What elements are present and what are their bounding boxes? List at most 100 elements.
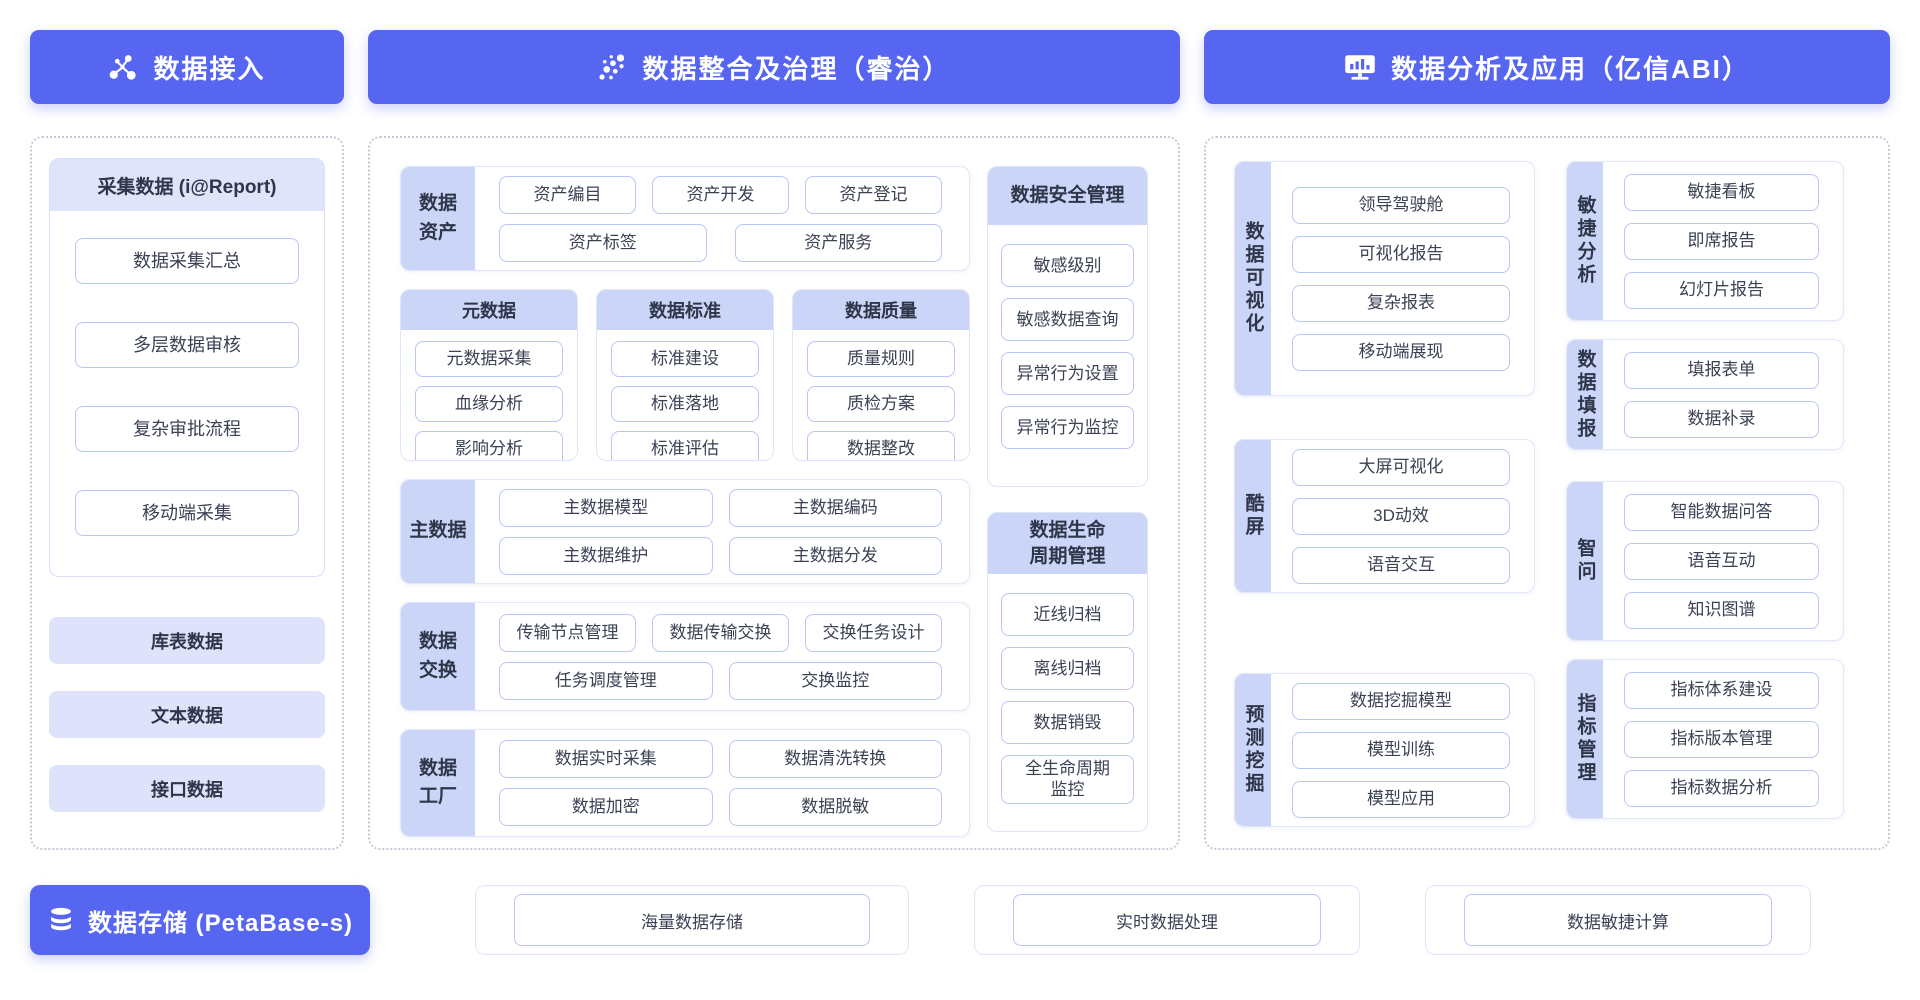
data-type-pill: 库表数据 (49, 617, 325, 664)
exchange-row-1: 传输节点管理数据传输交换交换任务设计 (499, 613, 942, 652)
section-body: 填报表单数据补录 (1603, 340, 1843, 449)
panel-data-governance: 数据 资产 资产编目资产开发资产登记 资产标签资产服务 元数据 (368, 136, 1180, 850)
feature-chip: 数据实时采集 (499, 740, 713, 778)
card-data-quality: 数据质量 质量规则质检方案数据整改 (792, 289, 970, 461)
feature-chip: 多层数据审核 (75, 322, 299, 368)
feature-chip: 离线归档 (1001, 647, 1134, 690)
header-row: 数据接入 数据整合及治理（睿治） (0, 0, 1920, 104)
feature-chip: 主数据模型 (499, 488, 713, 527)
storage-capability: 数据敏捷计算 (1464, 894, 1772, 946)
feature-chip: 交换监控 (728, 661, 942, 700)
storage-capability-box: 数据敏捷计算 (1425, 885, 1811, 955)
header-data-access: 数据接入 (30, 30, 344, 104)
feature-chip: 异常行为监控 (1001, 406, 1134, 449)
section-body: 数据挖掘模型模型训练模型应用 (1271, 674, 1534, 826)
report-card-title: 采集数据 (i@Report) (50, 159, 324, 211)
access-type-pills: 库表数据文本数据接口数据 (49, 617, 325, 812)
section-label: 数据 工厂 (401, 730, 475, 836)
feature-chip: 敏感级别 (1001, 244, 1134, 287)
governance-mini-cards: 元数据 元数据采集血缘分析影响分析 数据标准 标准建设标准落地标准评估 数据质量 (400, 289, 970, 461)
feature-chip: 数据补录 (1624, 400, 1819, 438)
card-items: 标准建设标准落地标准评估 (597, 330, 773, 460)
section-label: 主数据 (401, 480, 475, 583)
card-items: 元数据采集血缘分析影响分析 (401, 330, 577, 460)
feature-chip: 填报表单 (1624, 351, 1819, 389)
card-items: 敏感级别敏感数据查询异常行为设置异常行为监控 (988, 225, 1147, 468)
feature-chip: 全生命周期 监控 (1001, 755, 1134, 804)
feature-chip: 资产标签 (499, 223, 707, 262)
feature-chip: 主数据编码 (728, 488, 942, 527)
feature-chip: 模型应用 (1292, 780, 1510, 818)
feature-chip: 数据整改 (807, 431, 955, 460)
feature-chip: 模型训练 (1292, 731, 1510, 769)
card-title: 元数据 (401, 290, 577, 330)
report-collect-card: 采集数据 (i@Report) 数据采集汇总多层数据审核复杂审批流程移动端采集 (49, 158, 325, 577)
feature-chip: 元数据采集 (415, 341, 563, 377)
monitor-chart-icon (1344, 52, 1376, 82)
header-label: 数据分析及应用（亿信ABI） (1391, 53, 1750, 84)
feature-chip: 3D动效 (1292, 497, 1510, 535)
feature-chip: 数据清洗转换 (728, 740, 942, 778)
feature-chip: 数据加密 (499, 788, 713, 826)
section-label: 数据填报 (1567, 340, 1603, 449)
master-row-2: 主数据维护主数据分发 (499, 536, 942, 575)
section-label: 指标管理 (1567, 660, 1603, 818)
section-body: 主数据模型主数据编码 主数据维护主数据分发 (475, 480, 969, 583)
section-body: 敏捷看板即席报告幻灯片报告 (1603, 162, 1843, 320)
storage-capability-box: 海量数据存储 (475, 885, 909, 955)
feature-chip: 语音互动 (1624, 542, 1819, 580)
data-type-pill: 接口数据 (49, 765, 325, 812)
storage-capability-box: 实时数据处理 (974, 885, 1360, 955)
feature-chip: 移动端展现 (1292, 333, 1510, 371)
section-label: 数据 资产 (401, 167, 475, 270)
header-data-governance: 数据整合及治理（睿治） (368, 30, 1180, 104)
section-label: 敏捷分析 (1567, 162, 1603, 320)
asset-row-2: 资产标签资产服务 (499, 223, 942, 262)
dots-cluster-icon (597, 52, 627, 82)
analysis-right-column: 敏捷分析 敏捷看板即席报告幻灯片报告 数据填报 填报表单数据补录 智问 智能数据… (1566, 161, 1844, 848)
feature-chip: 标准建设 (611, 341, 759, 377)
feature-chip: 数据脱敏 (728, 788, 942, 826)
feature-chip: 数据销毁 (1001, 701, 1134, 744)
section-data-asset: 数据 资产 资产编目资产开发资产登记 资产标签资产服务 (400, 166, 970, 271)
section-master-data: 主数据 主数据模型主数据编码 主数据维护主数据分发 (400, 479, 970, 584)
feature-chip: 标准评估 (611, 431, 759, 460)
header-label: 数据整合及治理（睿治） (642, 53, 951, 84)
feature-chip: 指标数据分析 (1624, 769, 1819, 807)
section-prediction-mining: 预测挖掘 数据挖掘模型模型训练模型应用 (1234, 673, 1535, 827)
header-data-analysis: 数据分析及应用（亿信ABI） (1204, 30, 1890, 104)
feature-chip: 质检方案 (807, 386, 955, 422)
feature-chip: 移动端采集 (75, 490, 299, 536)
exchange-row-2: 任务调度管理交换监控 (499, 661, 942, 700)
section-agile-analysis: 敏捷分析 敏捷看板即席报告幻灯片报告 (1566, 161, 1844, 321)
feature-chip: 主数据分发 (728, 536, 942, 575)
feature-chip: 质量规则 (807, 341, 955, 377)
card-title: 数据质量 (793, 290, 969, 330)
master-row-1: 主数据模型主数据编码 (499, 488, 942, 527)
feature-chip: 近线归档 (1001, 593, 1134, 636)
database-icon (47, 906, 75, 934)
feature-chip: 资产编目 (499, 175, 636, 214)
section-label: 数据 交换 (401, 603, 475, 710)
feature-chip: 传输节点管理 (499, 613, 636, 652)
factory-row-2: 数据加密数据脱敏 (499, 788, 942, 826)
feature-chip: 指标版本管理 (1624, 720, 1819, 758)
section-data-visualization: 数据可视化 领导驾驶舱可视化报告复杂报表移动端展现 (1234, 161, 1535, 396)
feature-chip: 可视化报告 (1292, 235, 1510, 273)
storage-row: 数据存储 (PetaBase-s) 海量数据存储 实时数据处理 数据敏捷计算 (30, 885, 1920, 955)
feature-chip: 敏捷看板 (1624, 173, 1819, 211)
section-body: 传输节点管理数据传输交换交换任务设计 任务调度管理交换监控 (475, 603, 969, 710)
section-smart-qa: 智问 智能数据问答语音互动知识图谱 (1566, 481, 1844, 641)
governance-left-column: 数据 资产 资产编目资产开发资产登记 资产标签资产服务 元数据 (400, 166, 970, 848)
feature-chip: 数据传输交换 (652, 613, 789, 652)
section-label: 预测挖掘 (1235, 674, 1271, 826)
feature-chip: 幻灯片报告 (1624, 271, 1819, 309)
card-data-standard: 数据标准 标准建设标准落地标准评估 (596, 289, 774, 461)
feature-chip: 影响分析 (415, 431, 563, 460)
storage-banner: 数据存储 (PetaBase-s) (30, 885, 370, 955)
feature-chip: 复杂报表 (1292, 284, 1510, 322)
